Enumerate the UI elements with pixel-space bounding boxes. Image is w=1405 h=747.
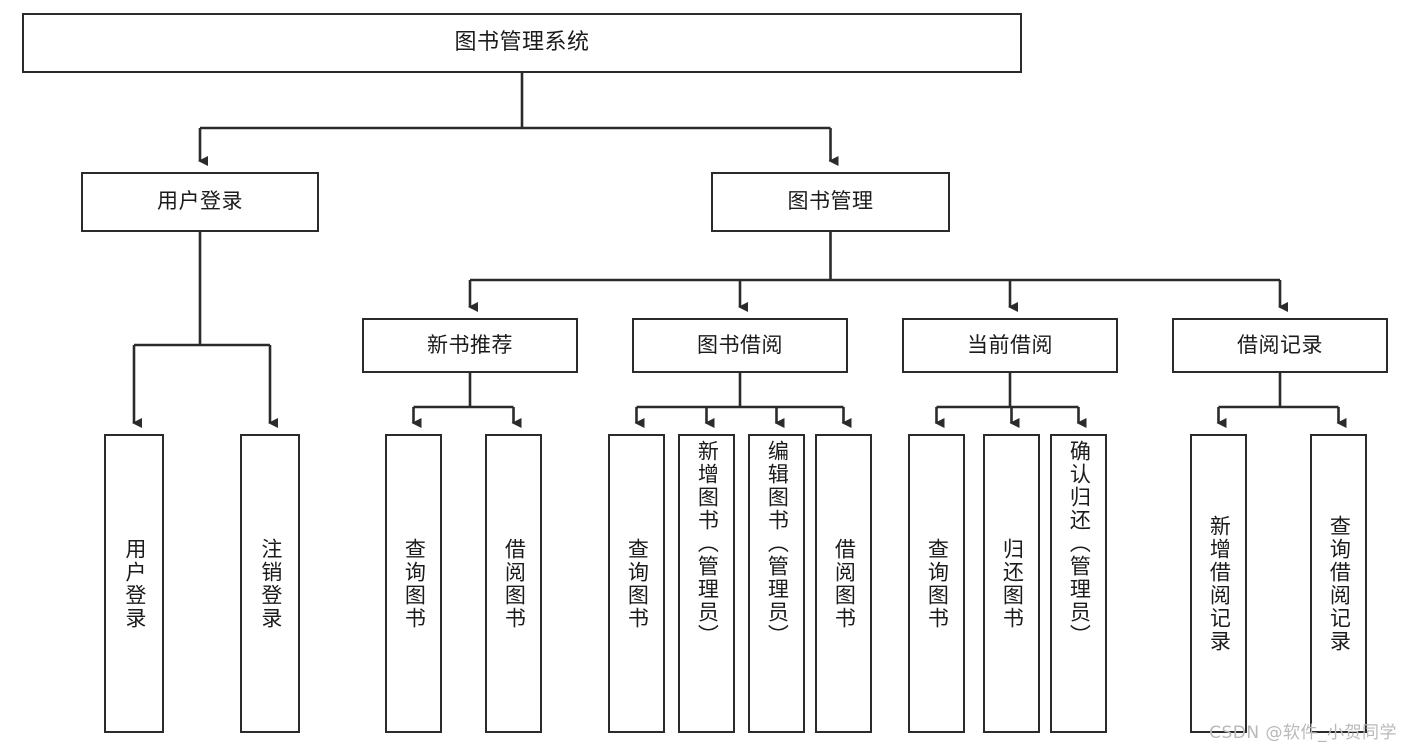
node-label: 查询图书 <box>402 537 427 630</box>
node-book-manage[interactable]: 图书管理 <box>711 172 950 232</box>
node-leaf-borrow-book-1[interactable]: 借阅图书 <box>485 434 542 733</box>
node-label: 图书管理系统 <box>454 29 590 55</box>
connector-bus <box>134 232 270 347</box>
connector-bus <box>200 73 831 130</box>
node-label: 确认归还（管理员） <box>1067 440 1092 647</box>
node-label: 图书管理 <box>787 189 874 214</box>
node-borrow-record[interactable]: 借阅记录 <box>1172 318 1388 373</box>
node-label: 图书借阅 <box>697 332 783 357</box>
connector-bus <box>1218 373 1339 409</box>
node-root[interactable]: 图书管理系统 <box>22 13 1022 73</box>
node-leaf-confirm-return-admin[interactable]: 确认归还（管理员） <box>1050 434 1107 733</box>
node-label: 当前借阅 <box>967 332 1053 357</box>
node-new-book-recommend[interactable]: 新书推荐 <box>362 318 578 373</box>
node-label: 用户登录 <box>157 189 243 214</box>
node-label: 新增借阅记录 <box>1207 514 1232 653</box>
node-leaf-user-logout[interactable]: 注销登录 <box>240 434 300 733</box>
node-label: 归还图书 <box>1000 537 1025 630</box>
connector-bus <box>470 232 1280 282</box>
node-leaf-query-book-3[interactable]: 查询图书 <box>908 434 965 733</box>
node-label: 新增图书（管理员） <box>695 440 720 647</box>
node-label: 编辑图书（管理员） <box>765 440 790 647</box>
node-leaf-add-book-admin[interactable]: 新增图书（管理员） <box>678 434 735 733</box>
node-leaf-query-book-2[interactable]: 查询图书 <box>608 434 665 733</box>
node-label: 借阅图书 <box>832 537 857 630</box>
watermark-label: CSDN @软件_小贺同学 <box>1209 723 1397 743</box>
node-label: 查询借阅记录 <box>1327 514 1352 653</box>
node-label: 查询图书 <box>925 537 950 630</box>
node-leaf-query-book-1[interactable]: 查询图书 <box>385 434 442 733</box>
node-leaf-add-borrow-record[interactable]: 新增借阅记录 <box>1190 434 1247 733</box>
node-label: 借阅记录 <box>1237 332 1323 357</box>
node-label: 用户登录 <box>122 537 147 630</box>
node-label: 借阅图书 <box>502 537 527 630</box>
node-book-borrow[interactable]: 图书借阅 <box>632 318 848 373</box>
node-leaf-borrow-book-2[interactable]: 借阅图书 <box>815 434 872 733</box>
node-leaf-user-login[interactable]: 用户登录 <box>104 434 164 733</box>
node-current-borrow[interactable]: 当前借阅 <box>902 318 1118 373</box>
node-user-login[interactable]: 用户登录 <box>81 172 319 232</box>
connector-bus <box>413 373 514 409</box>
connector-bus <box>636 373 844 409</box>
node-leaf-query-borrow-record[interactable]: 查询借阅记录 <box>1310 434 1367 733</box>
node-leaf-edit-book-admin[interactable]: 编辑图书（管理员） <box>748 434 805 733</box>
connector-bus <box>936 373 1079 409</box>
node-label: 查询图书 <box>625 537 650 630</box>
node-leaf-return-book[interactable]: 归还图书 <box>983 434 1040 733</box>
node-label: 新书推荐 <box>427 332 513 357</box>
node-label: 注销登录 <box>258 537 283 630</box>
